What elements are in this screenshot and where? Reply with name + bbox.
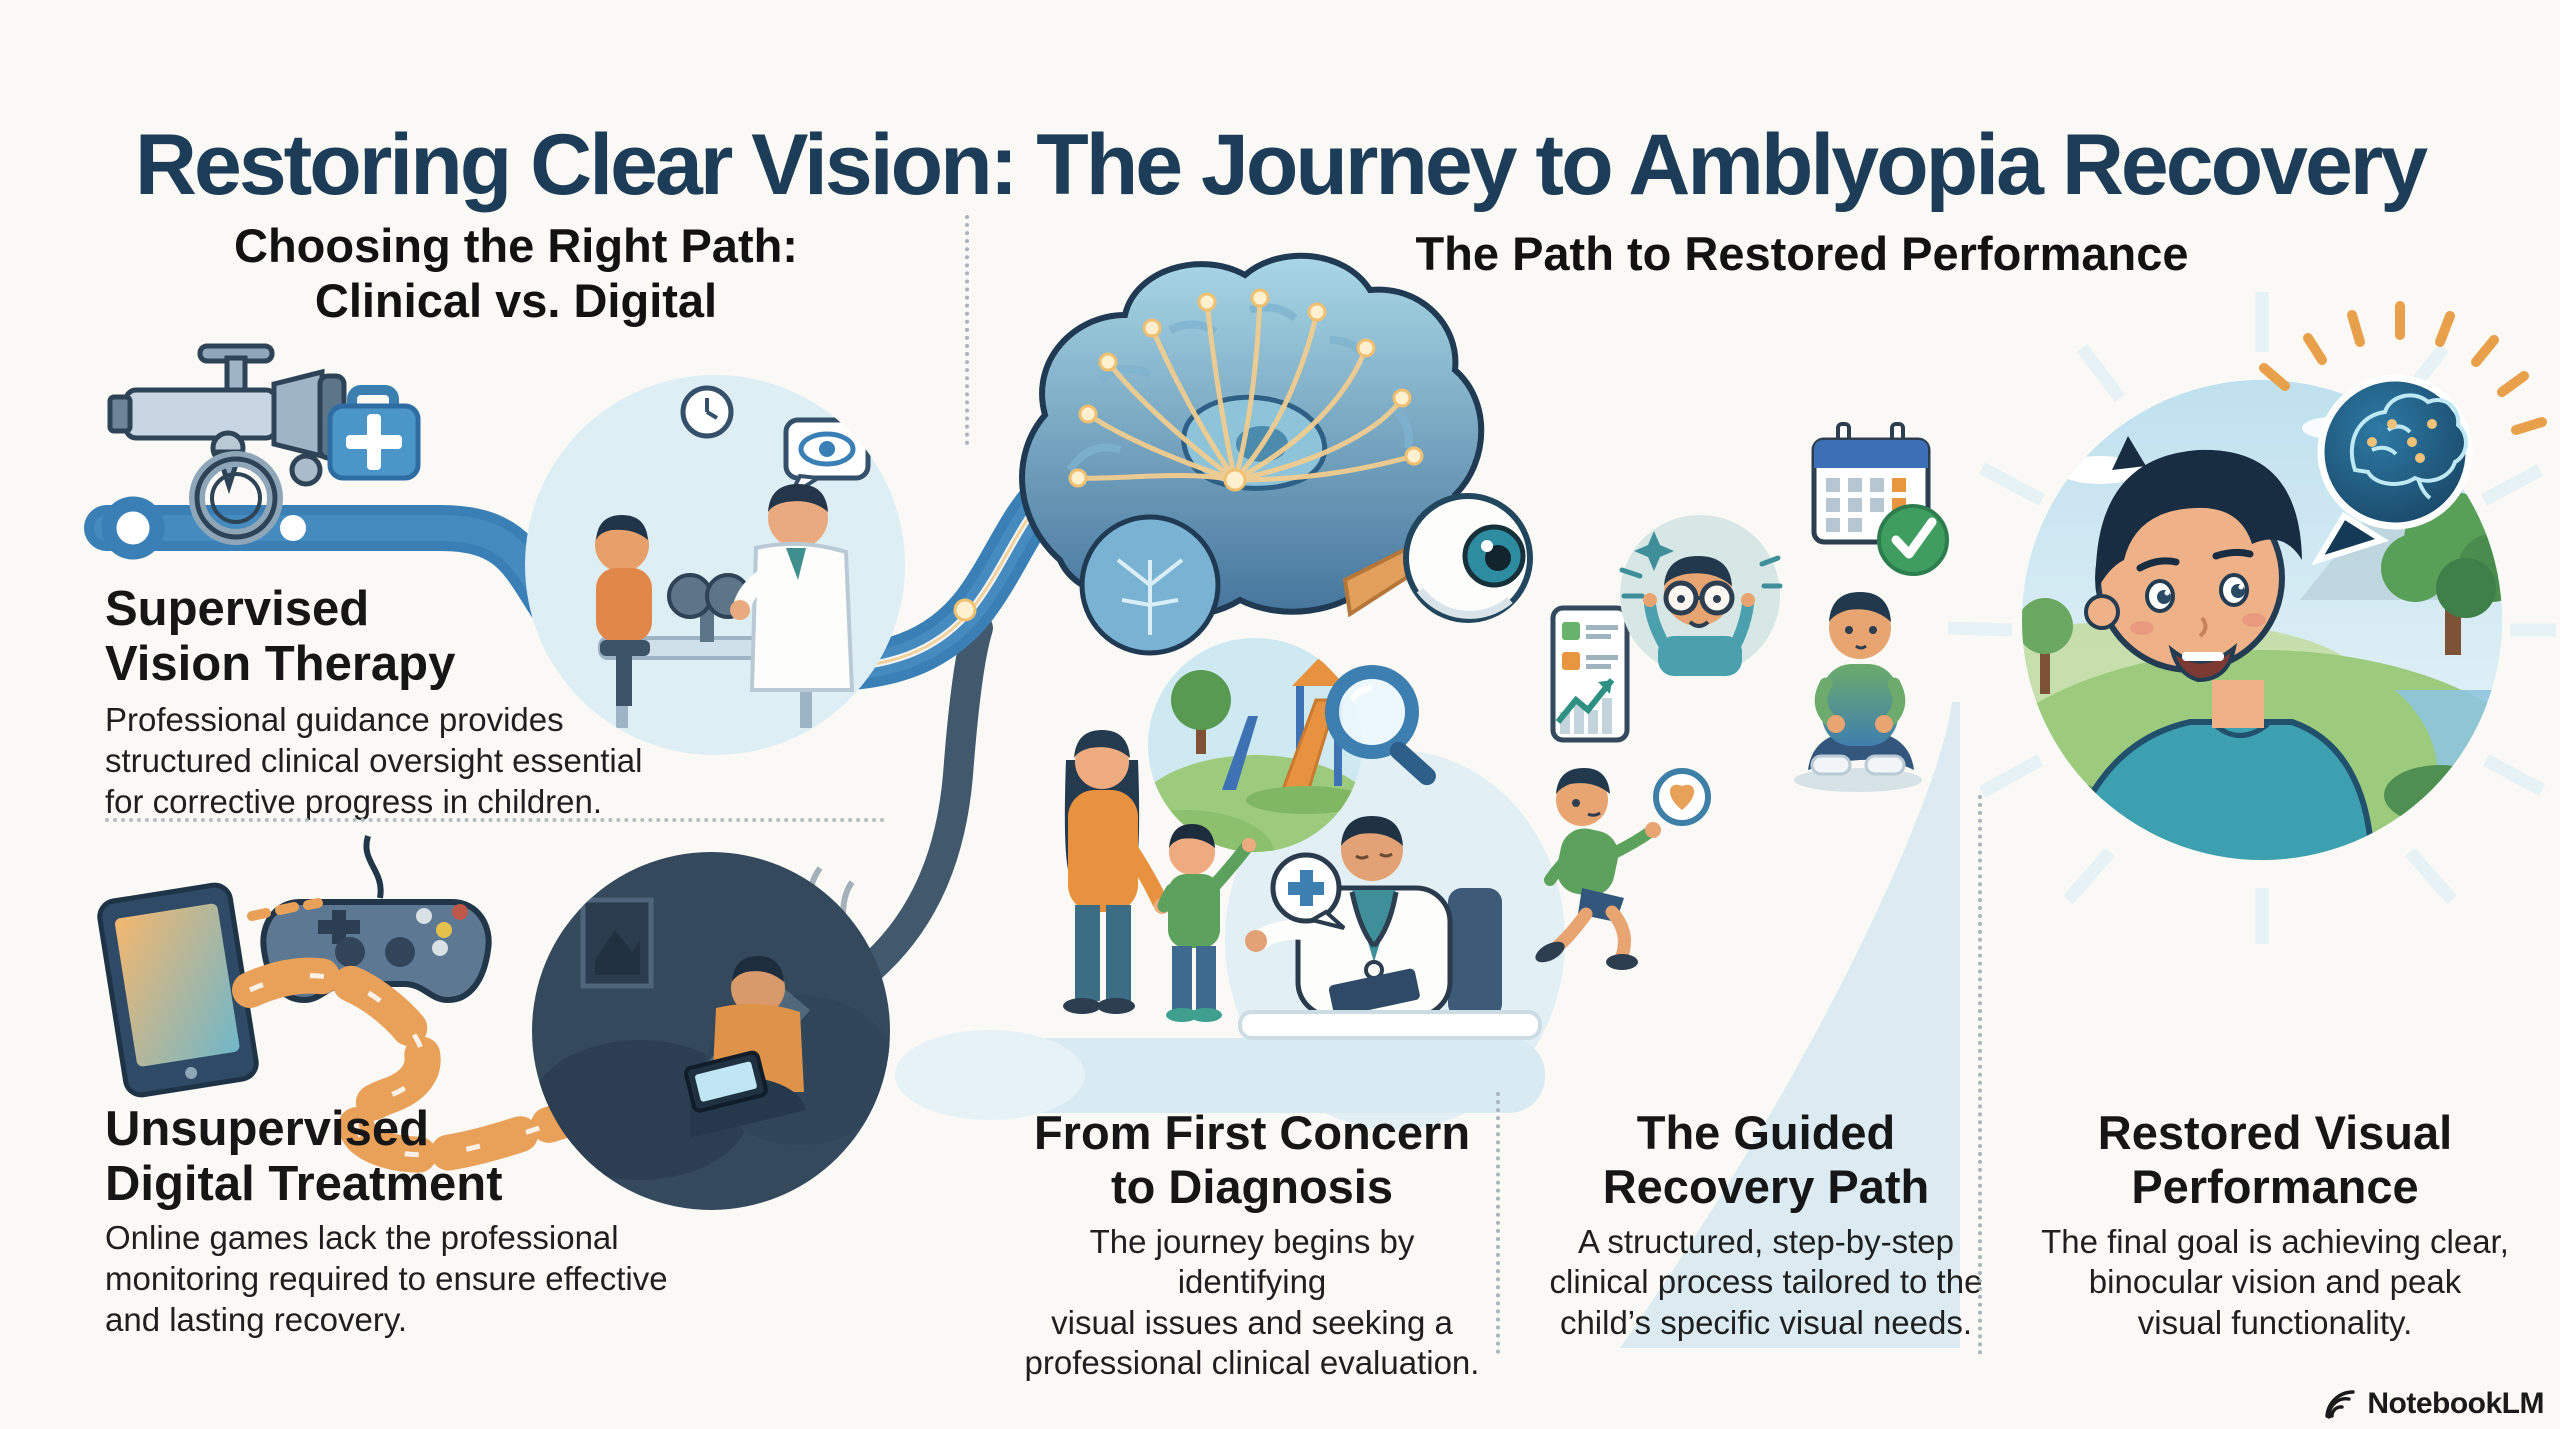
- stage-recovery-title: The Guided Recovery Path: [1602, 1106, 1930, 1214]
- brain-illustration: [1019, 252, 1485, 656]
- divider-stage2-vertical: [1978, 795, 1982, 1355]
- right-section-heading: The Path to Restored Performance: [1415, 227, 2189, 280]
- meditating-child-figure: [1794, 592, 1922, 792]
- divider-stage1-vertical: [1496, 1092, 1500, 1354]
- radial-rays: [1947, 292, 2556, 944]
- watermark-label: NotebookLM: [2367, 1387, 2544, 1420]
- supervised-body: Professional guidance provides structure…: [105, 701, 643, 820]
- notebooklm-logo-icon: [2325, 1390, 2356, 1419]
- neural-glow-lines: [1077, 297, 1415, 483]
- page-title: Restoring Clear Vision: The Journey to A…: [134, 116, 2428, 213]
- medical-cross-speech-bubble: [1270, 852, 1346, 930]
- playground-circle: [1148, 638, 1436, 852]
- supervised-title: Supervised Vision Therapy: [105, 582, 456, 692]
- stage-restored-body: The final goal is achieving clear, binoc…: [2041, 1223, 2509, 1341]
- watermark: NotebookLM: [2323, 1386, 2544, 1422]
- night-child-figure: [683, 956, 806, 1138]
- stage-diagnosis-title: From First Concern to Diagnosis: [1033, 1106, 1471, 1214]
- unsupervised-title: Unsupervised Digital Treatment: [105, 1102, 503, 1212]
- sun-rays: [2259, 301, 2547, 435]
- eye-illustration: [1342, 493, 1533, 623]
- night-screen-scene-circle: [532, 852, 890, 1210]
- clinic-doctor-figure: [730, 484, 855, 692]
- path-node-small: [280, 515, 306, 541]
- neural-glow-dots: [1068, 288, 1424, 492]
- clinic-scene-circle: [525, 375, 905, 755]
- running-child-figure: [1535, 768, 1661, 970]
- magnifier-icon: [1325, 665, 1436, 786]
- night-branch-road: [851, 613, 993, 987]
- calendar-check-icon: [1811, 422, 1949, 576]
- stage-restored-title: Restored Visual Performance: [2097, 1106, 2453, 1214]
- brain-speech-bubble: [2311, 374, 2473, 566]
- stage-recovery-body: A structured, step-by-step clinical proc…: [1549, 1223, 1983, 1341]
- progress-chart-icon: [1550, 605, 1630, 743]
- divider-left-horizontal: [105, 818, 885, 822]
- left-section-heading: Choosing the Right Path: Clinical vs. Di…: [234, 219, 798, 328]
- game-controller-icon: [260, 835, 492, 1004]
- glasses-child-circle: [1619, 515, 1783, 676]
- clinic-child-figure: [595, 515, 652, 706]
- stage-diagnosis-body: The journey begins by identifying visual…: [1024, 1223, 1480, 1381]
- path-node-large: [101, 496, 165, 560]
- divider-top-vertical: [965, 215, 969, 445]
- recovery-ramp: [1620, 702, 1960, 1348]
- unsupervised-body: Online games lack the professional monit…: [105, 1219, 668, 1338]
- heart-check-badge: [1653, 768, 1711, 826]
- child-figure: [1157, 824, 1256, 1022]
- first-aid-kit-icon: [327, 385, 421, 481]
- tablet-icon: [97, 882, 259, 1098]
- mother-figure: [1063, 730, 1170, 1014]
